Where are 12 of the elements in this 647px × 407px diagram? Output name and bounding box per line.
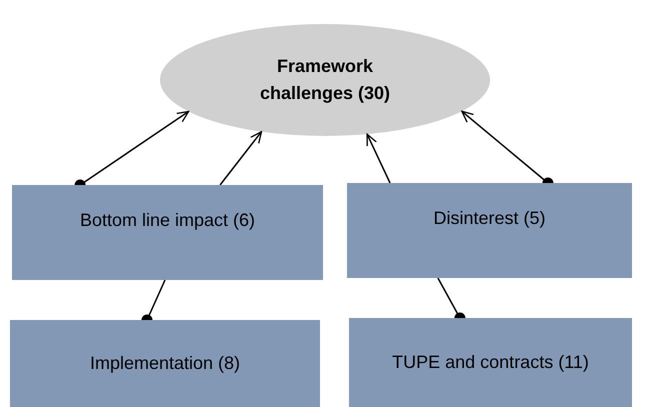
process-box (349, 318, 632, 407)
arrow (219, 131, 262, 186)
node-label: Implementation (8) (90, 352, 240, 375)
node-label: Disinterest (5) (433, 207, 546, 230)
process-box (347, 183, 632, 278)
node-label: TUPE and contracts (11) (392, 351, 589, 374)
ellipse-shape (160, 24, 490, 136)
arrow (366, 134, 391, 184)
title-text: Framework challenges (30) (258, 55, 392, 105)
node-label: Bottom line impact (6) (80, 209, 256, 232)
process-box (10, 320, 320, 407)
process-box (12, 185, 323, 280)
